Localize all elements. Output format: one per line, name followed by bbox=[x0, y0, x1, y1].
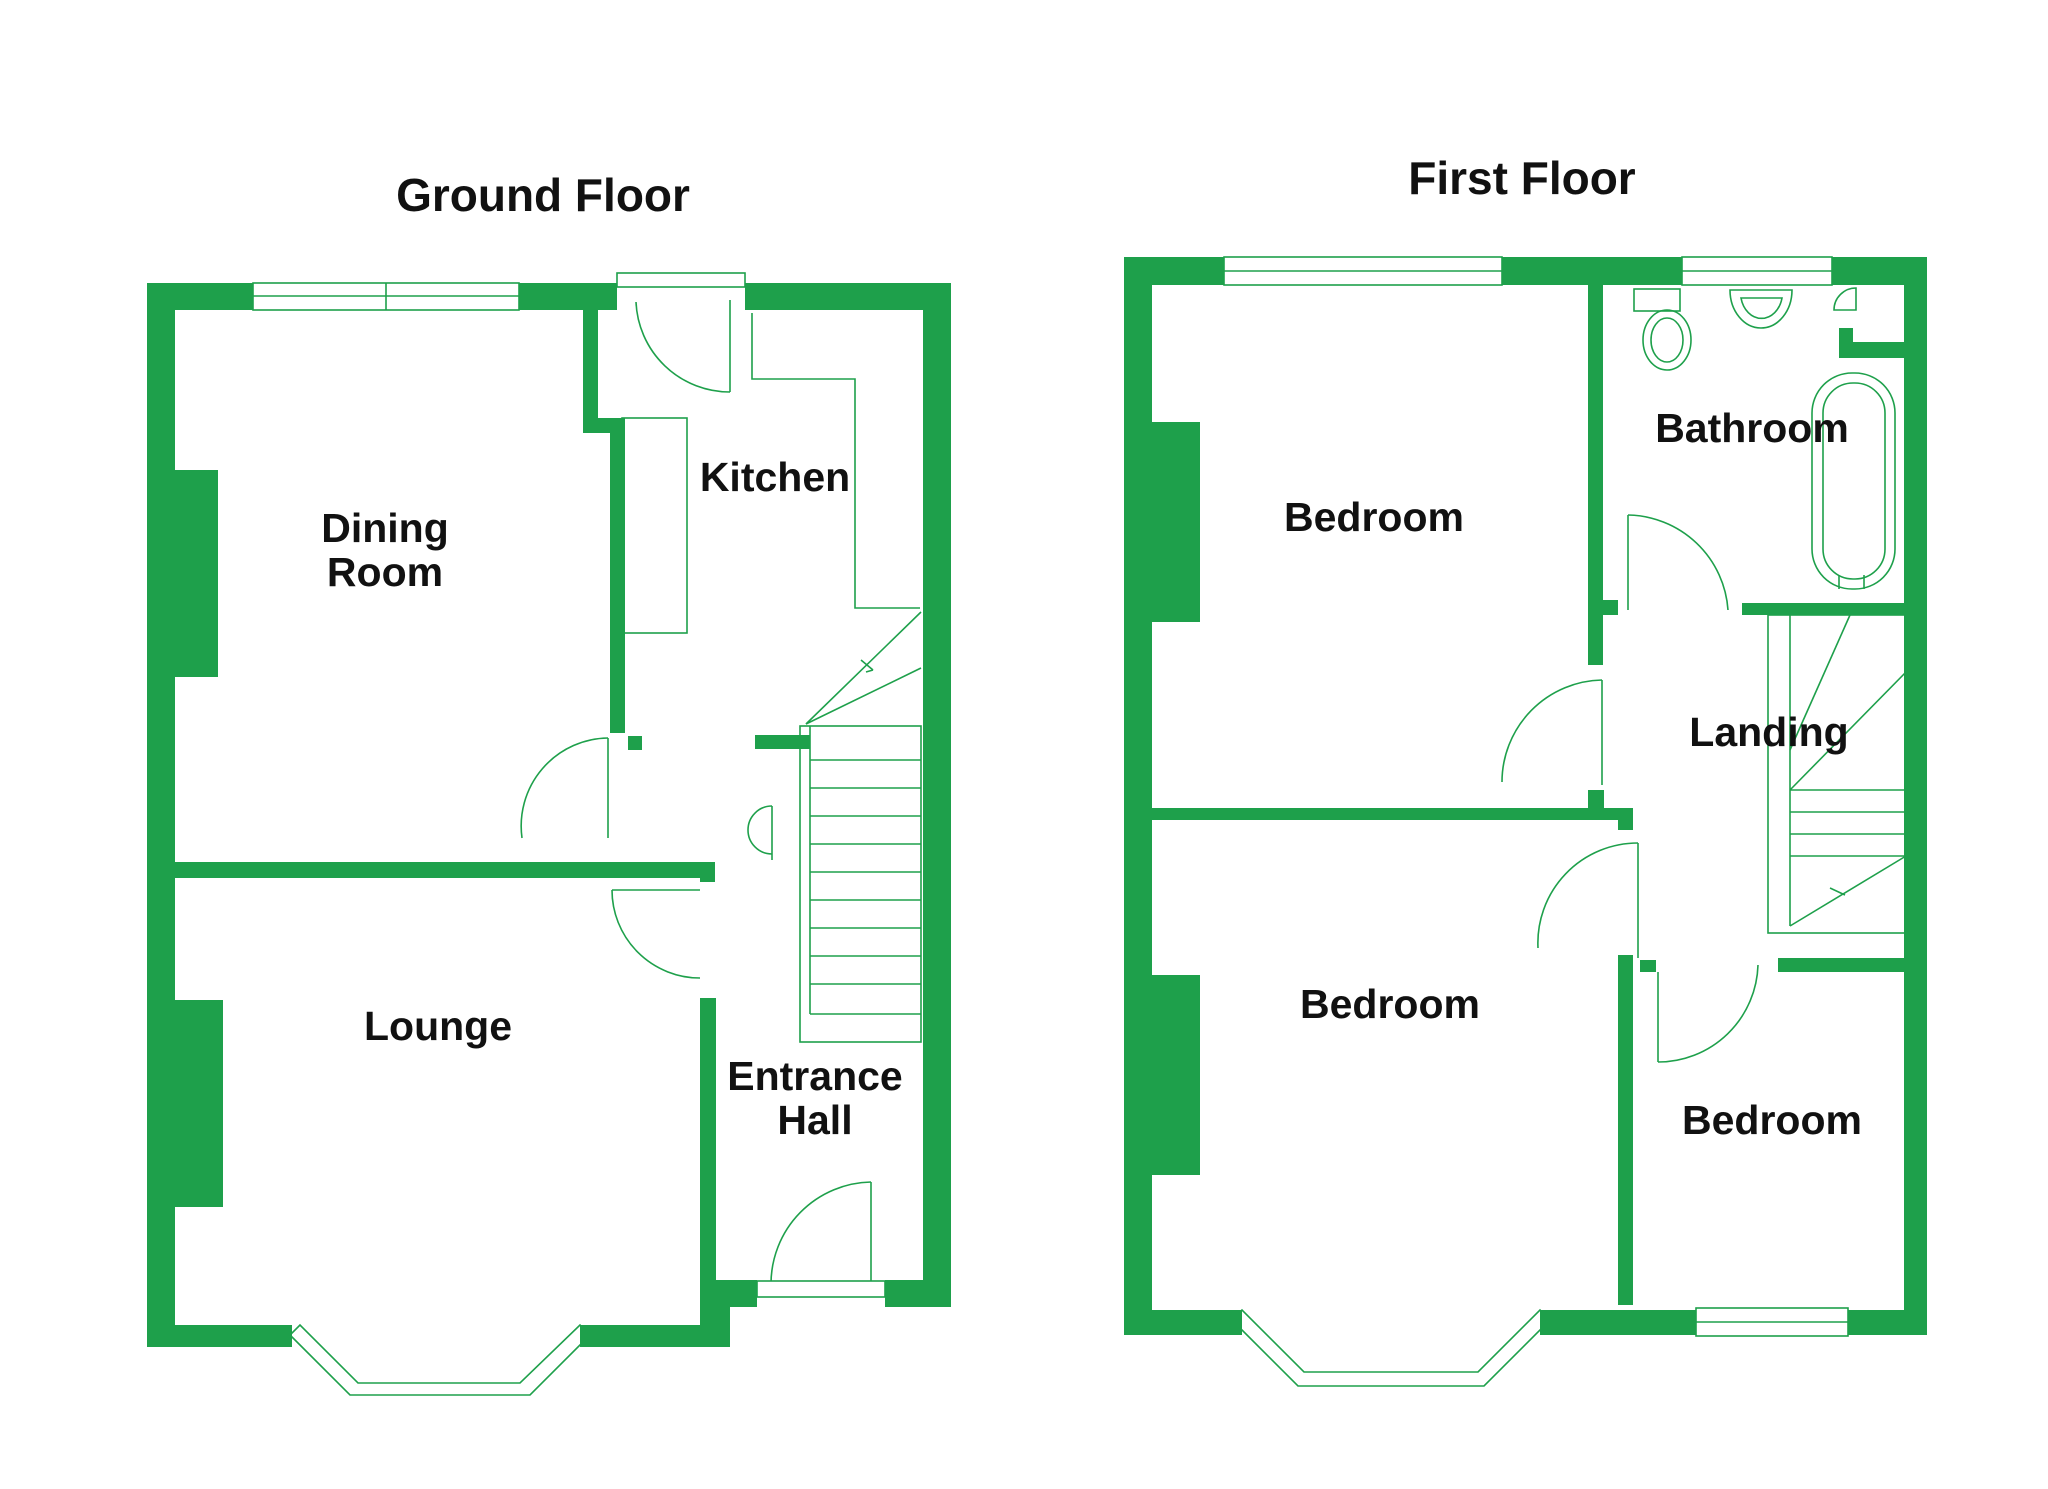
room-label-lounge: Lounge bbox=[364, 1003, 512, 1049]
first-floor-staircase bbox=[1767, 614, 1907, 934]
room-label-dining-room-line1: Dining bbox=[321, 505, 449, 551]
room-label-kitchen: Kitchen bbox=[700, 454, 850, 500]
ground-floor-room-labels: Dining Room Kitchen Lounge Entrance Hall bbox=[321, 454, 902, 1143]
ground-floor-staircase bbox=[799, 611, 922, 1043]
room-label-landing: Landing bbox=[1689, 709, 1848, 755]
ground-floor-walls bbox=[147, 283, 951, 1347]
room-label-bedroom-1: Bedroom bbox=[1284, 494, 1464, 540]
ground-floor-plan: Ground Floor bbox=[147, 169, 951, 1396]
ground-floor-windows bbox=[252, 272, 886, 1396]
first-floor-plan: First Floor bbox=[1124, 152, 1927, 1387]
ground-floor-title: Ground Floor bbox=[396, 169, 690, 221]
room-label-bathroom: Bathroom bbox=[1655, 405, 1849, 451]
room-label-bedroom-2: Bedroom bbox=[1300, 981, 1480, 1027]
ground-floor-doors bbox=[520, 300, 872, 1285]
room-label-entrance-hall-line2: Hall bbox=[777, 1097, 852, 1143]
first-floor-title: First Floor bbox=[1408, 152, 1636, 204]
first-floor-walls bbox=[1124, 257, 1927, 1335]
first-floor-doors bbox=[1501, 514, 1759, 1063]
first-floor-room-labels: Bedroom Bathroom Landing Bedroom Bedroom bbox=[1284, 405, 1862, 1143]
bathroom-fixtures bbox=[1633, 287, 1896, 590]
room-label-dining-room-line2: Room bbox=[327, 549, 443, 595]
room-label-entrance-hall-line1: Entrance bbox=[727, 1053, 902, 1099]
first-floor-windows bbox=[1223, 256, 1849, 1387]
room-label-bedroom-3: Bedroom bbox=[1682, 1097, 1862, 1143]
